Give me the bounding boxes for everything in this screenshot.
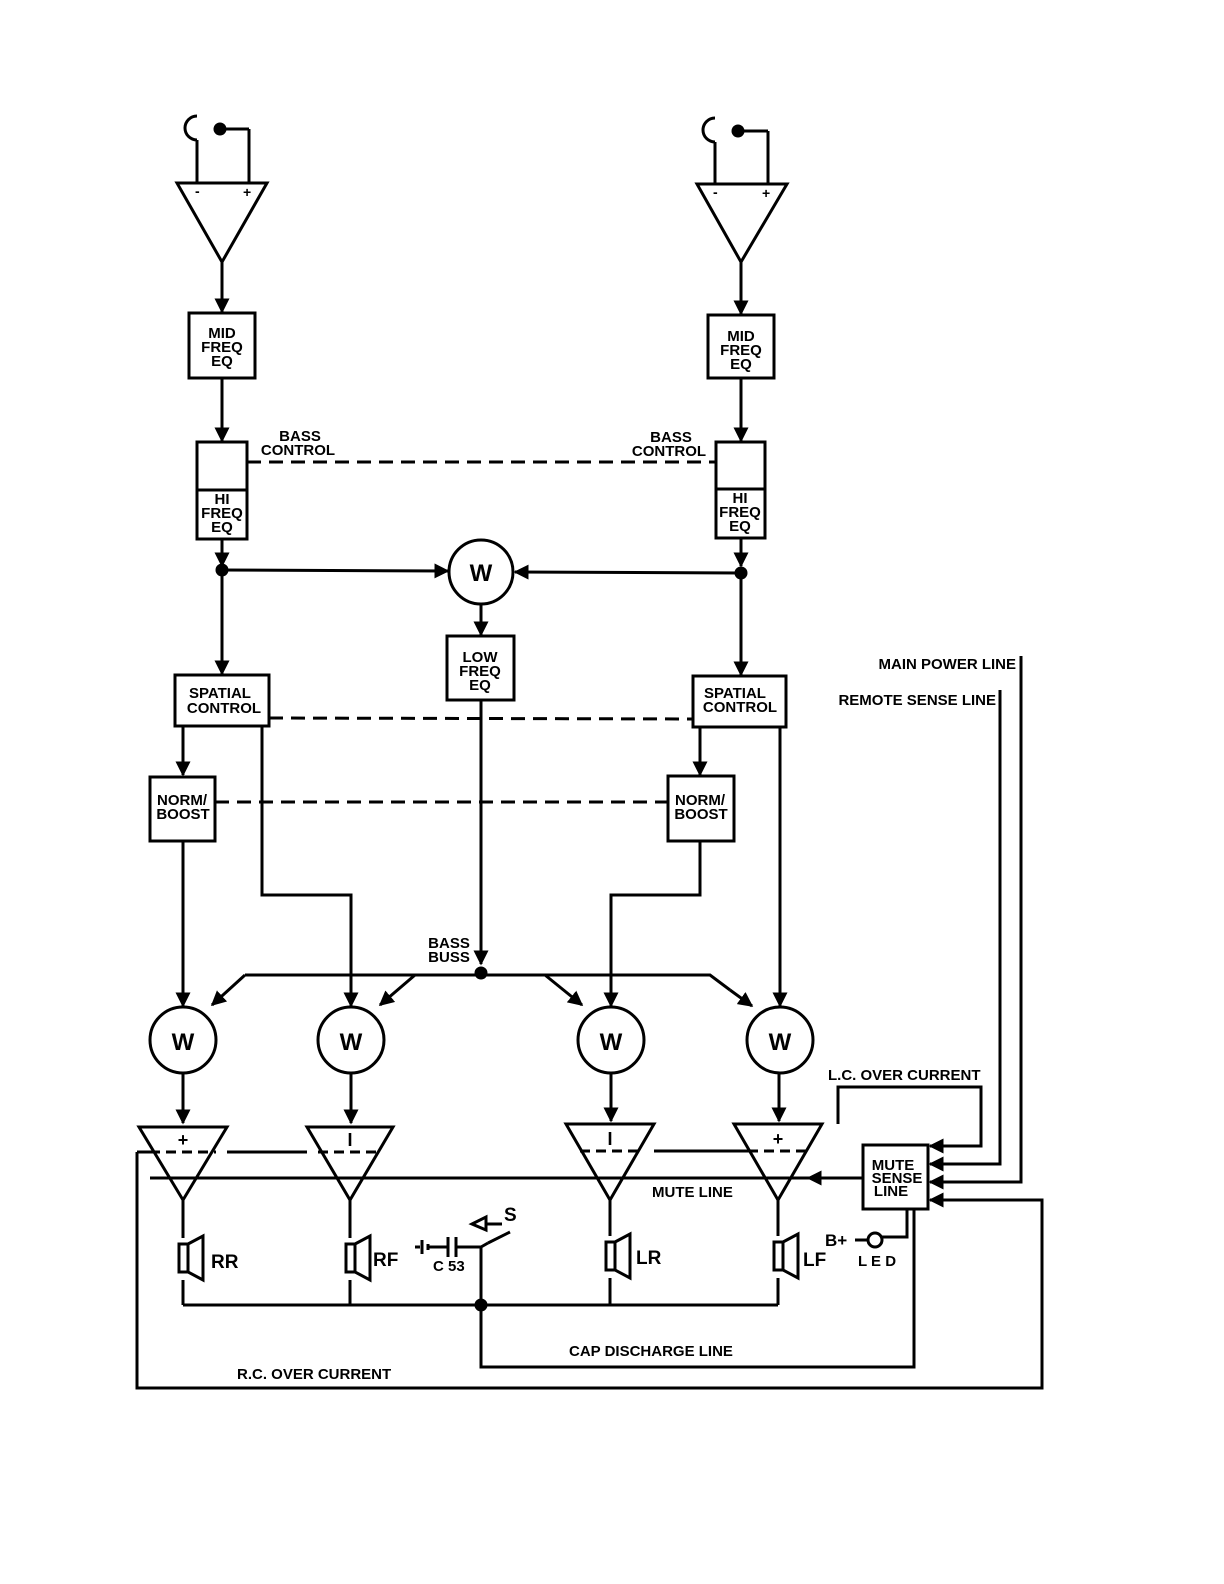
svg-text:CONTROL: CONTROL [632,443,706,460]
input-amplifier-right [694,182,790,266]
svg-text:NORM/: NORM/ [675,792,726,809]
svg-text:MID: MID [208,325,236,342]
bass-buss-label: BASS BUSS [428,935,470,966]
speaker-icon-rr [177,1233,205,1283]
spatial-control-right-label: SPATIAL CONTROL [703,685,777,716]
svg-text:EQ: EQ [729,518,751,535]
summer-row-labels: W W W W [172,1029,792,1056]
svg-text:BOOST: BOOST [674,806,727,823]
spatial-control-left-label: SPATIAL CONTROL [187,685,261,717]
svg-text:-: - [713,184,718,200]
svg-text:CONTROL: CONTROL [261,442,335,459]
lc-over-current-label: L.C. OVER CURRENT [828,1067,981,1084]
svg-text:W: W [600,1029,623,1056]
svg-text:LR: LR [636,1248,662,1269]
main-power-line-label: MAIN POWER LINE [879,656,1017,673]
b-plus-label: B+ [825,1231,847,1250]
speaker-labels: RR RF LR LF [211,1248,826,1273]
svg-text:CONTROL: CONTROL [187,700,261,717]
input-amplifier-left [174,181,270,266]
svg-text:+: + [243,184,251,200]
bass-control-right-label: BASS CONTROL [632,429,706,460]
output-amp-rf [304,1125,396,1203]
svg-text:EQ: EQ [211,353,233,370]
speaker-icon-rf [344,1233,372,1283]
svg-text:CONTROL: CONTROL [703,699,777,716]
svg-text:MUTE: MUTE [872,1157,915,1174]
svg-text:LOW: LOW [463,649,499,666]
norm-boost-right-label: NORM/ BOOST [674,792,727,823]
cap-discharge-line-label: CAP DISCHARGE LINE [569,1343,733,1360]
svg-text:BOOST: BOOST [156,806,209,823]
svg-text:RF: RF [373,1250,398,1271]
spatial-control-right [691,674,788,729]
svg-text:HI: HI [215,491,230,508]
svg-text:FREQ: FREQ [459,663,501,680]
svg-text:EQ: EQ [730,356,752,373]
switch-icon [468,1214,511,1249]
output-amp-lf [731,1122,825,1203]
output-amp-sign-labels: + I I + [178,1129,784,1150]
bass-control-left-label: BASS CONTROL [261,428,335,459]
svg-text:SPATIAL: SPATIAL [704,685,766,702]
svg-text:LF: LF [803,1250,826,1271]
audio-input-jack-icon-left [183,114,251,183]
svg-text:MID: MID [727,328,755,345]
mid-freq-eq-right-label: MID FREQ EQ [720,328,762,373]
summer-center-label: W [470,560,493,587]
svg-text:I: I [607,1129,612,1149]
speaker-icon-lf [772,1231,800,1281]
mute-line-label: MUTE LINE [652,1184,733,1201]
hi-freq-eq-left-label: HI FREQ EQ [201,491,243,536]
svg-text:LINE: LINE [874,1183,908,1200]
svg-text:FREQ: FREQ [720,342,762,359]
spatial-control-left [173,673,271,728]
output-amp-lr [563,1122,657,1203]
hi-freq-eq-right-label: HI FREQ EQ [719,490,761,535]
svg-text:RR: RR [211,1252,239,1273]
svg-text:EQ: EQ [469,677,491,694]
svg-text:W: W [172,1029,195,1056]
svg-text:BASS: BASS [279,428,321,445]
svg-text:SENSE: SENSE [872,1170,923,1187]
svg-text:HI: HI [733,490,748,507]
mute-sense-line-box [861,1143,930,1211]
svg-text:BASS: BASS [428,935,470,952]
input-sign-labels: - + - + [195,183,770,201]
led-icon [866,1231,884,1249]
led-label: L E D [858,1253,896,1270]
mute-sense-line-label: MUTE SENSE LINE [872,1157,923,1200]
capacitor-label: C 53 [433,1258,465,1275]
svg-text:+: + [762,185,770,201]
svg-text:FREQ: FREQ [201,505,243,522]
svg-text:-: - [195,183,200,199]
svg-text:W: W [340,1029,363,1056]
svg-text:FREQ: FREQ [201,339,243,356]
output-amp-rr [136,1125,230,1203]
svg-text:SPATIAL: SPATIAL [189,685,251,702]
spatial-control-link [268,716,694,721]
norm-boost-left-label: NORM/ BOOST [156,792,209,823]
svg-text:BUSS: BUSS [428,949,470,966]
svg-text:EQ: EQ [211,519,233,536]
svg-text:FREQ: FREQ [719,504,761,521]
svg-text:I: I [347,1130,352,1150]
mid-freq-eq-left-label: MID FREQ EQ [201,325,243,370]
remote-sense-line-label: REMOTE SENSE LINE [838,692,996,709]
audio-input-jack-icon-right [701,116,770,184]
low-freq-eq-label: LOW FREQ EQ [459,649,501,694]
speaker-icon-lr [604,1231,632,1281]
svg-text:+: + [178,1130,189,1150]
battery-capacitor-icon [415,1237,483,1305]
svg-text:NORM/: NORM/ [157,792,208,809]
svg-text:W: W [769,1029,792,1056]
svg-text:+: + [773,1129,784,1149]
switch-label: S [504,1205,517,1226]
svg-text:BASS: BASS [650,429,692,446]
rc-over-current-label: R.C. OVER CURRENT [237,1366,391,1383]
